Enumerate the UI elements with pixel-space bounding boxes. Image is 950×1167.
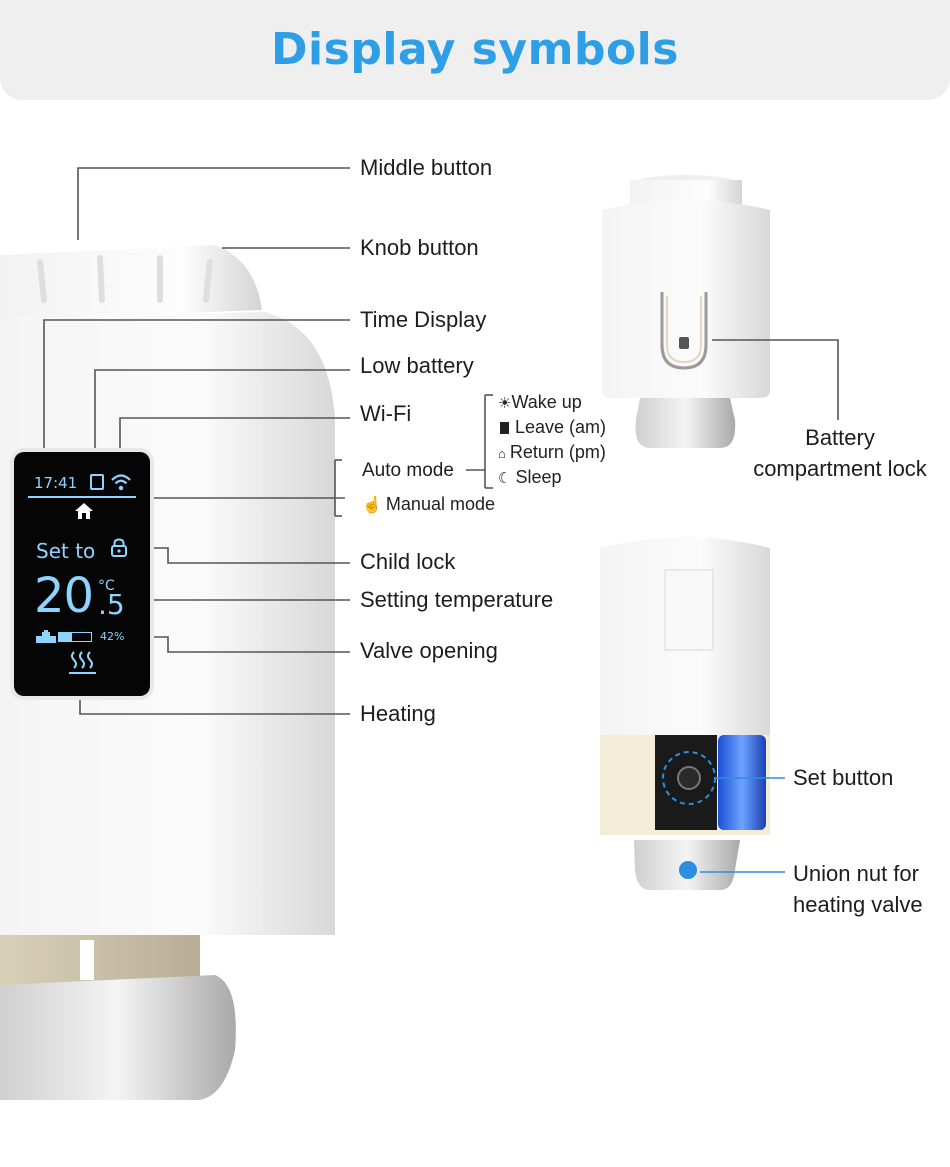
- label-valve-opening: Valve opening: [360, 638, 498, 663]
- knob-top: [0, 245, 262, 320]
- label-child-lock: Child lock: [360, 549, 456, 574]
- wifi-icon: [111, 474, 131, 491]
- label-heating: Heating: [360, 701, 436, 726]
- label-time-display: Time Display: [360, 307, 487, 332]
- label-manual-mode: Manual mode: [385, 494, 495, 514]
- hand-pointer-icon: ☝: [362, 497, 382, 514]
- moon-icon: ☾: [498, 470, 512, 487]
- label-union-nut: Union nut for heating valve: [793, 861, 923, 917]
- valve-icon: [36, 630, 56, 643]
- screen-temp-decimal: .5: [98, 588, 125, 621]
- low-battery-icon: [90, 474, 104, 490]
- label-knob-button: Knob button: [360, 235, 479, 260]
- home-icon: [75, 503, 93, 519]
- label-auto-mode: Auto mode: [362, 460, 454, 481]
- label-setting-temperature: Setting temperature: [360, 587, 554, 612]
- valve-bar: [58, 632, 92, 642]
- auto-mode-item: ☾Sleep: [498, 467, 562, 487]
- label-wifi: Wi-Fi: [360, 401, 412, 426]
- auto-mode-list: ☀Wake up Leave (am) ⌂Return (pm) ☾Sleep: [498, 392, 606, 492]
- door-icon: [500, 422, 509, 434]
- lcd-screen: 17:41 Set to 20 °C .5 42%: [14, 452, 150, 696]
- manual-mode-row: ☝Manual mode: [362, 494, 495, 515]
- union-nut: [0, 975, 236, 1100]
- screen-temp-unit: °C: [98, 578, 115, 594]
- label-middle-button: Middle button: [360, 155, 493, 180]
- label-battery-compartment-lock: Battery compartment lock: [753, 425, 927, 481]
- title-banner: [0, 0, 950, 100]
- screen-set-to: Set to: [36, 539, 96, 563]
- page-title: Display symbols: [271, 24, 679, 75]
- heating-icon: [69, 651, 96, 674]
- label-low-battery: Low battery: [360, 353, 474, 378]
- child-lock-icon: [111, 538, 127, 557]
- auto-mode-item: Leave (am): [498, 417, 606, 442]
- valve-bar-fill: [59, 633, 73, 641]
- label-set-button: Set button: [793, 765, 894, 790]
- top-device-body: [602, 200, 770, 398]
- screen-temp-integer: 20: [34, 568, 94, 624]
- auto-mode-item: ⌂Return (pm): [498, 442, 606, 462]
- screen-time: 17:41: [34, 474, 78, 492]
- screen-valve-percent: 42%: [100, 630, 125, 643]
- home-icon: ⌂: [498, 446, 506, 461]
- sun-icon: ☀: [498, 395, 512, 412]
- screen-divider: [28, 496, 136, 498]
- auto-mode-item: ☀Wake up: [498, 392, 582, 412]
